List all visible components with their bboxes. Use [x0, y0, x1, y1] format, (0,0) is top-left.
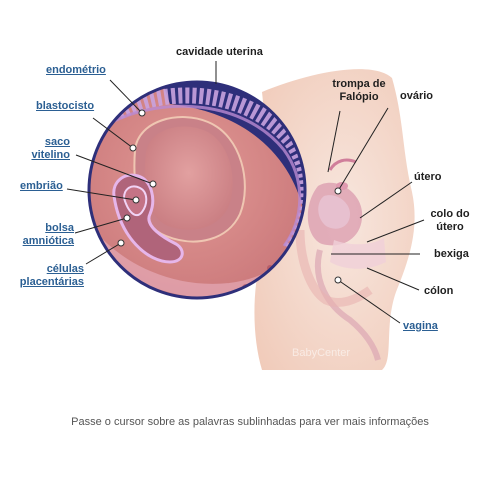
label-cavidade-text: cavidade uterina: [176, 46, 263, 58]
label-embriao[interactable]: embrião: [20, 180, 63, 193]
label-endometrio[interactable]: endométrio: [46, 64, 106, 77]
leader-lines: [66, 61, 425, 324]
label-bexiga: bexiga: [434, 248, 469, 261]
label-bolsa-line2: amniótica: [22, 235, 74, 247]
label-trompa-line2: Falópio: [339, 91, 379, 103]
leader-dots: [117, 109, 342, 284]
colon-shape: [295, 229, 373, 307]
label-celulas-line2: placentárias: [19, 276, 84, 288]
label-bolsa-amniotica[interactable]: bolsa amniótica: [18, 222, 74, 248]
label-colon: cólon: [424, 285, 453, 298]
label-trompa-line1: trompa de: [332, 78, 386, 90]
bladder-shape: [330, 238, 386, 269]
label-colon-text: cólon: [424, 285, 454, 297]
label-utero-text: útero: [414, 171, 442, 183]
label-ovario: ovário: [400, 90, 433, 103]
label-colo-line2: útero: [436, 221, 464, 233]
label-colo-do-utero: colo do útero: [426, 208, 474, 234]
label-saco-line2: vitelino: [31, 149, 70, 161]
label-trompa-falopio: trompa de Falópio: [328, 78, 390, 104]
label-celulas-placentarias[interactable]: células placentárias: [14, 263, 84, 289]
label-endometrio-text: endométrio: [46, 64, 106, 76]
label-saco-vitelino[interactable]: saco vitelino: [22, 136, 70, 162]
label-ovario-text: ovário: [400, 90, 434, 102]
magnifier-border: [87, 80, 307, 300]
label-colo-line1: colo do: [430, 208, 470, 220]
label-bolsa-line1: bolsa: [45, 222, 74, 234]
label-blastocisto-text: blastocisto: [36, 100, 95, 112]
label-cavidade-uterina: cavidade uterina: [176, 46, 263, 59]
label-vagina[interactable]: vagina: [403, 320, 438, 333]
label-vagina-text: vagina: [403, 320, 438, 332]
vagina-shape: [314, 249, 381, 361]
label-utero: útero: [414, 171, 442, 184]
label-celulas-line1: células: [46, 263, 84, 275]
label-blastocisto[interactable]: blastocisto: [36, 100, 94, 113]
label-saco-line1: saco: [44, 136, 70, 148]
watermark: BabyCenter: [292, 347, 350, 359]
label-bexiga-text: bexiga: [434, 248, 469, 260]
hover-instruction: Passe o cursor sobre as palavras sublinh…: [71, 416, 429, 428]
label-embriao-text: embrião: [20, 180, 63, 192]
tube-shape: [328, 158, 357, 171]
